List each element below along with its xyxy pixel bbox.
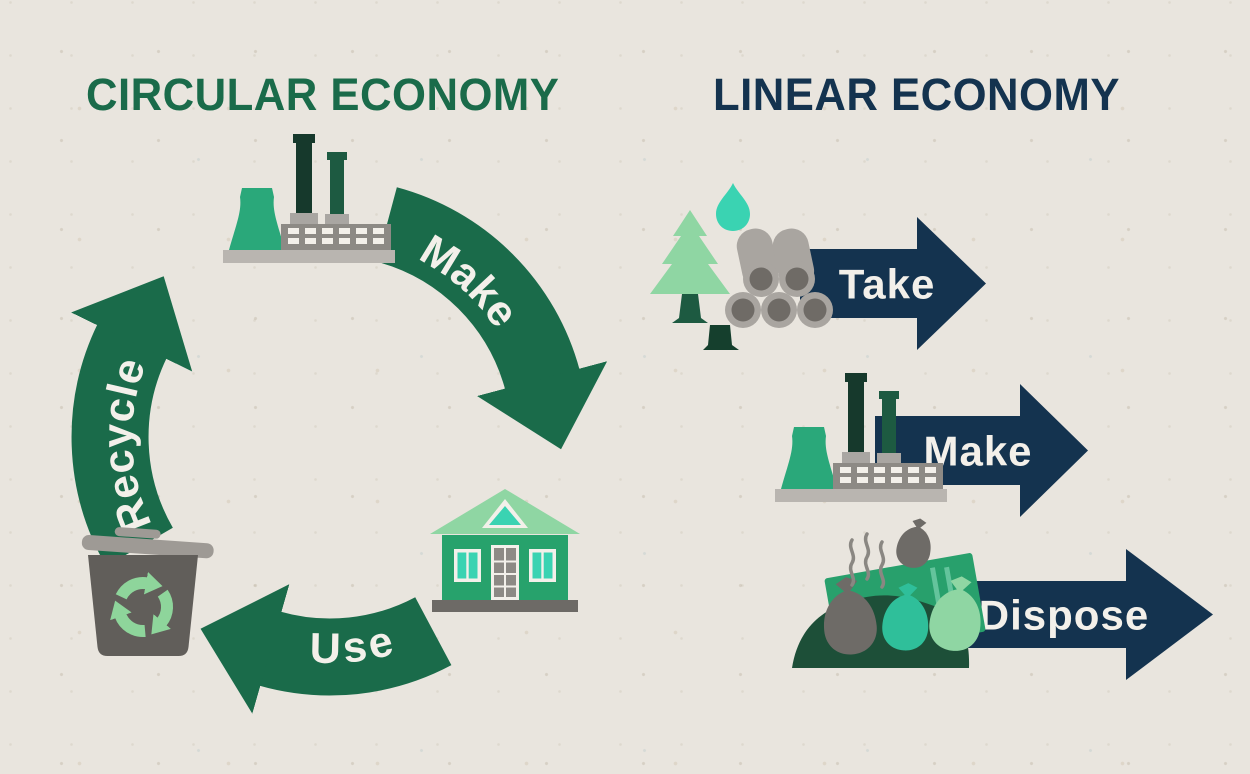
house-base <box>432 600 578 612</box>
dispose-arrow: Dispose <box>955 549 1213 680</box>
take-arrow: Take <box>800 217 986 350</box>
house-icon <box>430 489 580 612</box>
use-arc-label: Use <box>309 616 399 673</box>
bin-lid <box>81 527 214 559</box>
house-window-right <box>529 549 556 582</box>
linear-economy-title: LINEAR ECONOMY <box>713 69 1120 120</box>
bin-body <box>88 555 198 656</box>
make-arc-arrow <box>376 187 608 450</box>
waste-icon <box>792 515 987 668</box>
house-window-left <box>454 549 481 582</box>
tree-stump-icon <box>703 325 739 350</box>
recycle-bin-icon <box>81 527 214 656</box>
logs-icon <box>725 228 833 328</box>
take-label: Take <box>839 261 936 308</box>
recycle-symbol-icon <box>118 578 174 634</box>
dispose-label: Dispose <box>979 592 1149 639</box>
natural-resources-icon <box>650 183 750 350</box>
circular-economy-title: CIRCULAR ECONOMY <box>86 69 560 120</box>
water-drop-icon <box>716 183 750 231</box>
house-door <box>491 545 519 600</box>
use-arc-arrow <box>200 584 452 714</box>
recycle-arc-arrow <box>71 276 193 567</box>
linear-economy-diagram: Take Make Dispose <box>650 183 1213 680</box>
tree-icon <box>650 210 730 294</box>
tree-trunk <box>672 294 708 323</box>
roof-vent <box>489 506 521 525</box>
circular-economy-diagram: Make Use Recycle <box>71 134 608 714</box>
